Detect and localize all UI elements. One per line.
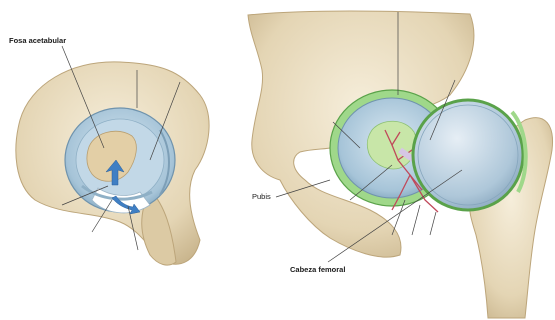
leader-right-b3 (430, 212, 436, 235)
label-fosa-acetabular: Fosa acetabular (9, 36, 66, 45)
leader-right-b2 (412, 205, 420, 235)
label-cabeza-femoral: Cabeza femoral (290, 265, 345, 274)
label-pubis: Pubis (252, 192, 271, 201)
left-acetabulum-view (16, 46, 209, 265)
femoral-head (413, 100, 523, 210)
